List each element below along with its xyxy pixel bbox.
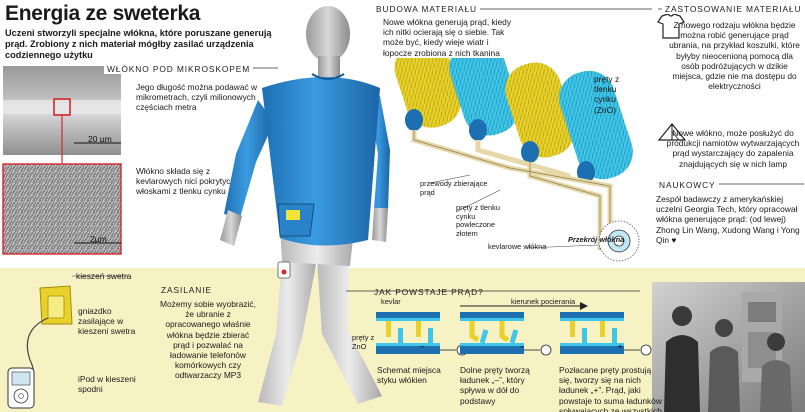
microscope-text-1: Jego długość można podawać w mikrometrac… <box>136 82 258 113</box>
sign-minus-2: – <box>520 342 525 351</box>
power-text: Możemy sobie wyobrazić, że ubranie z opr… <box>160 299 256 381</box>
label-power-socket: gniazdko zasilające w kieszeni swetra <box>78 306 136 337</box>
sign-minus-1: – <box>420 342 425 351</box>
scientists-photo <box>652 282 805 412</box>
microscope-text-2: Włókno składa się z kevlarowych nici pok… <box>136 166 236 197</box>
step-3-diagram <box>560 312 652 356</box>
applications-text-1: Z nowego rodzaju włókna będzie można rob… <box>669 20 800 92</box>
power-heading: ZASILANIE <box>161 285 212 295</box>
how-it-works-graphics <box>346 290 652 356</box>
label-wires: przewody zbierające prąd <box>420 179 488 197</box>
structure-heading: BUDOWA MATERIAŁU <box>373 4 480 14</box>
label-kevlar: kevlar <box>381 297 401 306</box>
ipod-icon <box>7 367 35 409</box>
applications-text-2: Nowe włókno, może posłużyć do produkcji … <box>666 128 800 169</box>
label-zno-rods-small: pręty z ZnO <box>352 333 375 351</box>
label-zno-rods: pręty z tlenku cynku (ZnO) <box>594 74 620 115</box>
person-1 <box>664 306 700 412</box>
step-3-text: Pozłacane pręty prostują się, tworzy się… <box>559 365 662 412</box>
scientists-text: Zespół badawczy z amerykańskiej uczelni … <box>656 194 800 245</box>
label-gold-rods: pręty z tlenku cynku powleczone złotem <box>456 203 500 238</box>
label-kevlar-fibers: kevlarowe włókna <box>488 242 547 251</box>
fiber-cylinders <box>394 40 633 183</box>
structure-text: Nowe włókna generują prąd, kiedy ich nit… <box>383 17 517 58</box>
microscope-graphics <box>2 66 278 255</box>
scientists-heading: NAUKOWCY <box>656 180 719 190</box>
tshirt-icon <box>657 13 685 39</box>
step-2-diagram <box>460 312 552 356</box>
step-2-text: Dolne pręty tworzą ładunek „–”, który sp… <box>460 365 530 406</box>
tent-icon <box>657 123 687 141</box>
person-3 <box>760 333 792 412</box>
left-arm <box>224 100 274 218</box>
power-graphics <box>7 275 128 409</box>
how-heading: JAK POWSTAJE PRĄD? <box>374 287 484 297</box>
sign-plus: + <box>618 342 623 351</box>
left-leg <box>258 236 318 406</box>
page-subtitle: Uczeni stworzyli specjalne włókna, które… <box>5 28 272 60</box>
blue-shirt <box>262 77 380 246</box>
head <box>306 6 350 62</box>
applications-heading: ZASTOSOWANIE MATERIAŁU <box>662 4 805 14</box>
label-cross-section: Przekrój włókna <box>568 235 625 244</box>
label-friction-direction: kierunek pocierania <box>511 297 576 306</box>
walking-man-figure <box>220 6 390 406</box>
step-1-text: Schemat miejsca styku włókien <box>377 365 441 386</box>
material-structure-graphics <box>378 8 652 262</box>
right-leg <box>316 240 382 404</box>
scale-20um: 20 µm <box>88 134 112 144</box>
micrograph-2 <box>3 164 121 254</box>
label-ipod: iPod w kieszeni spodni <box>78 374 136 395</box>
person-2 <box>708 319 740 412</box>
fiber-cross-section <box>598 220 640 262</box>
label-sweater-pocket: kieszeń swetra <box>76 271 132 281</box>
scale-2um: 2µm <box>90 234 107 244</box>
page-title: Energia ze sweterka <box>5 2 201 25</box>
microscope-heading: WŁÓKNO POD MIKROSKOPEM <box>104 64 254 74</box>
